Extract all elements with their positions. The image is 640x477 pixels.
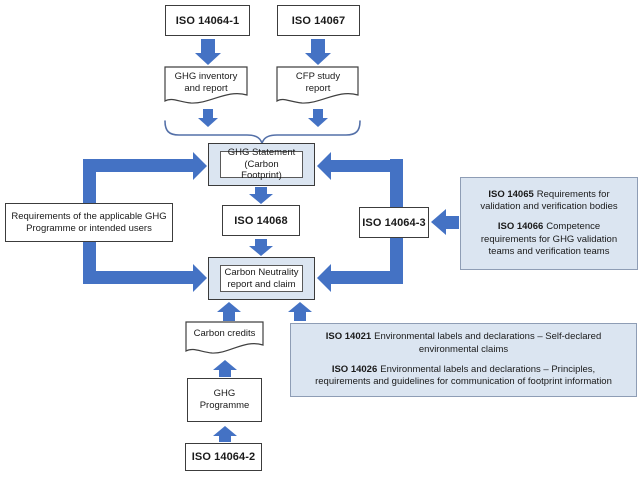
document-cfp-study-shape — [276, 66, 359, 104]
brace-merge-icon — [164, 120, 361, 145]
arrow-requirements-to-statement-icon — [83, 152, 207, 203]
iso-14065-code: ISO 14065 — [488, 188, 534, 200]
iso-14065-text: Requirements for validation and verifica… — [480, 188, 618, 212]
arrow-programme-to-credits-icon — [213, 360, 237, 377]
arrow-iso14064-3-to-neutrality-icon — [317, 264, 403, 292]
box-iso-14064-1: ISO 14064-1 — [165, 5, 250, 36]
box-ghg-programme: GHG Programme — [187, 378, 262, 422]
box-carbon-neutrality: Carbon Neutrality report and claim — [208, 257, 315, 300]
arrow-validation-to-iso14064-3-icon — [431, 209, 459, 235]
arrow-labels-to-neutrality-icon — [288, 302, 312, 321]
arrow-iso14068-to-neutrality-icon — [249, 239, 273, 256]
box-ghg-statement-inner: GHG Statement (Carbon Footprint) — [220, 147, 303, 181]
arrow-down-iso14064-1-icon — [195, 39, 221, 65]
box-ghg-statement: GHG Statement (Carbon Footprint) — [208, 143, 315, 186]
arrow-statement-to-iso14068-icon — [249, 187, 273, 204]
document-cfp-study-label: CFP study report — [295, 71, 341, 95]
iso-14021-text: Environmental labels and declarations – … — [374, 331, 602, 355]
document-carbon-credits-label: Carbon credits — [193, 328, 256, 339]
box-iso-14064-2: ISO 14064-2 — [185, 443, 262, 471]
arrow-iso14064-2-to-programme-icon — [213, 426, 237, 442]
iso-14066-code: ISO 14066 — [497, 221, 544, 233]
iso-14026-code: ISO 14026 — [331, 364, 378, 375]
document-ghg-inventory-shape — [164, 66, 248, 104]
box-iso-14067: ISO 14067 — [277, 5, 360, 36]
arrow-down-inventory-icon — [198, 109, 218, 127]
box-iso-14064-3: ISO 14064-3 — [359, 207, 429, 238]
arrow-credits-to-neutrality-icon — [217, 302, 241, 321]
arrow-requirements-to-neutrality-icon — [83, 242, 207, 292]
document-ghg-inventory-label: GHG inventory and report — [174, 71, 238, 95]
box-carbon-neutrality-inner: Carbon Neutrality report and claim — [220, 265, 303, 292]
box-requirements: Requirements of the applicable GHG Progr… — [5, 203, 173, 242]
document-carbon-credits-shape — [185, 321, 264, 354]
arrow-iso14064-3-to-statement-icon — [317, 152, 403, 180]
arrow-down-iso14067-icon — [305, 39, 331, 65]
iso-14066-text: Competence requirements for GHG validati… — [480, 221, 618, 258]
arrow-down-cfp-icon — [308, 109, 328, 127]
iso-14021-code: ISO 14021 — [325, 331, 372, 343]
iso-14026-text: Environmental labels and declarations – … — [315, 364, 612, 388]
box-iso-14068: ISO 14068 — [222, 205, 300, 236]
